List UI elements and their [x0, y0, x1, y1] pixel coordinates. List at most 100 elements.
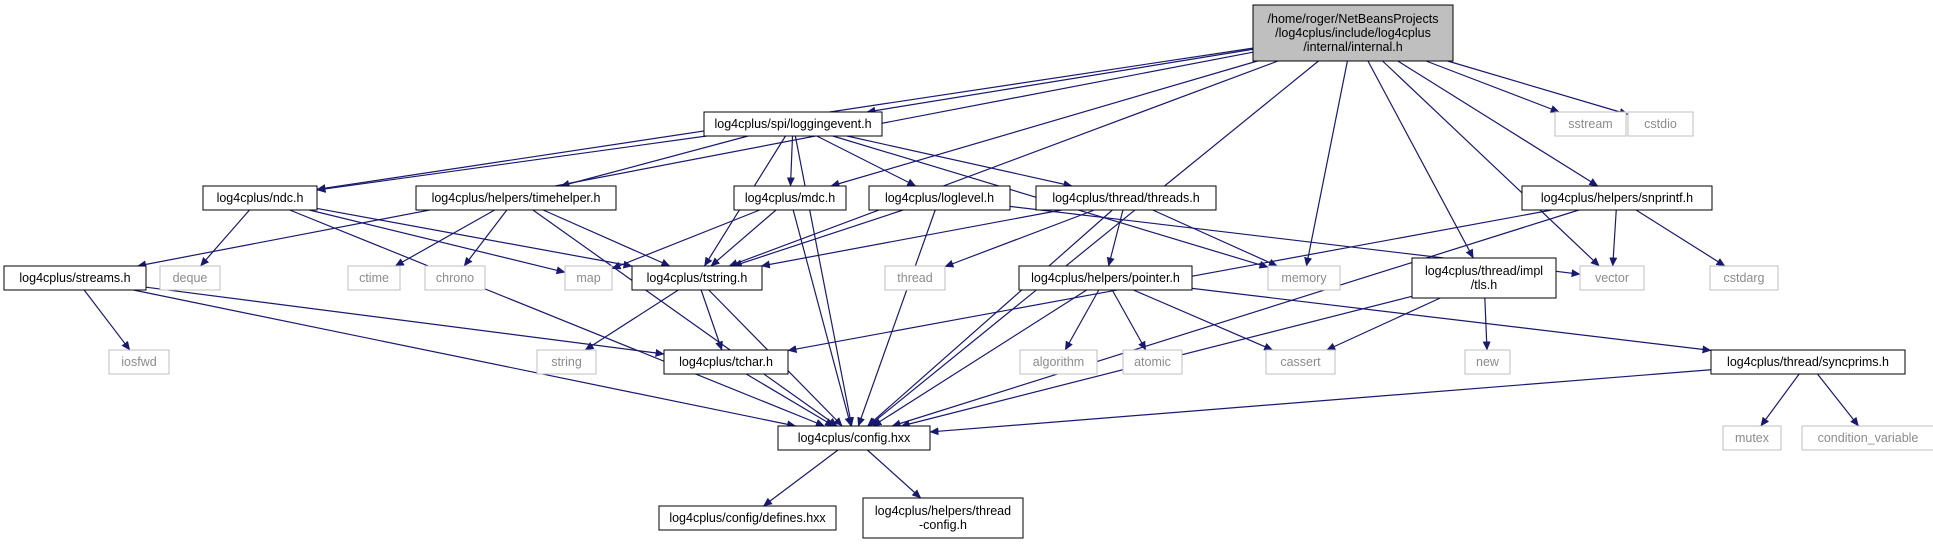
node-memory: memory: [1267, 265, 1341, 291]
node-tchar[interactable]: log4cplus/tchar.h: [663, 349, 789, 375]
node-label: log4cplus/spi/loggingevent.h: [714, 117, 871, 131]
edge-tls-to-cassert: [1326, 297, 1441, 351]
edge-tls-to-new: [1482, 297, 1491, 351]
node-tls[interactable]: log4cplus/thread/impl/tls.h: [1411, 257, 1557, 299]
edge-loggingevent-to-threads: [846, 135, 1073, 189]
node-box: [1579, 265, 1645, 291]
node-ndc[interactable]: log4cplus/ndc.h: [202, 185, 318, 211]
node-label: ctime: [359, 271, 389, 285]
edge-ndc-to-map: [309, 209, 566, 275]
edge-ndc-to-tstring: [316, 207, 633, 269]
edge-root-to-tls: [1367, 60, 1474, 259]
edge-loggingevent-to-mdc: [786, 135, 795, 187]
node-defines[interactable]: log4cplus/config/defines.hxx: [658, 505, 837, 531]
edge-syncprims-to-condvar: [1817, 373, 1859, 427]
node-loglevel[interactable]: log4cplus/loglevel.h: [868, 185, 1011, 211]
node-snprintf[interactable]: log4cplus/helpers/snprintf.h: [1521, 185, 1713, 211]
edge-tchar-to-config: [745, 373, 835, 427]
edge-tstring-to-string: [584, 289, 679, 351]
node-syncprims[interactable]: log4cplus/thread/syncprims.h: [1710, 349, 1906, 375]
node-label: log4cplus/thread/syncprims.h: [1727, 355, 1889, 369]
node-loggingevent[interactable]: log4cplus/spi/loggingevent.h: [703, 111, 883, 137]
edge-loggingevent-to-ndc: [316, 135, 707, 193]
edge-root-to-tstring: [728, 60, 1279, 267]
edge-mdc-to-map: [611, 209, 760, 270]
edge-root-to-snprintf: [1397, 60, 1599, 187]
node-box: [159, 265, 221, 291]
node-new: new: [1464, 349, 1511, 375]
node-cstdio: cstdio: [1627, 111, 1694, 137]
node-root[interactable]: /home/roger/NetBeansProjects/log4cplus/i…: [1252, 4, 1454, 62]
edge-timehelper-to-chrono: [463, 209, 508, 267]
edge-threads-to-pointer: [1106, 209, 1124, 267]
edge-loggingevent-to-loglevel: [816, 135, 917, 187]
node-label: thread: [897, 271, 932, 285]
edge-pointer-to-config: [872, 289, 1087, 427]
node-label: log4cplus/streams.h: [19, 271, 130, 285]
node-tstring[interactable]: log4cplus/tstring.h: [631, 265, 763, 291]
node-box: [1710, 349, 1906, 375]
node-label: /tls.h: [1471, 278, 1497, 292]
edge-snprintf-to-vector: [1609, 209, 1618, 267]
node-label: log4cplus/helpers/snprintf.h: [1541, 191, 1693, 205]
node-label: memory: [1281, 271, 1327, 285]
node-label: /internal/internal.h: [1303, 40, 1402, 54]
node-cassert: cassert: [1265, 349, 1336, 375]
node-label: chrono: [436, 271, 474, 285]
node-label: condition_variable: [1818, 431, 1919, 445]
node-threadconfig[interactable]: log4cplus/helpers/thread-config.h: [862, 497, 1024, 539]
node-box: [703, 111, 883, 137]
node-label: deque: [173, 271, 208, 285]
node-mutex: mutex: [1722, 425, 1782, 451]
node-label: /home/roger/NetBeansProjects: [1268, 12, 1439, 26]
node-box: [564, 265, 613, 291]
node-cstdarg: cstdarg: [1709, 265, 1779, 291]
node-timehelper[interactable]: log4cplus/helpers/timehelper.h: [415, 185, 617, 211]
node-label: log4cplus/thread/impl: [1425, 264, 1543, 278]
edge-syncprims-to-config: [929, 369, 1712, 436]
node-box: [631, 265, 763, 291]
edge-root-to-streams: [137, 51, 1254, 269]
node-label: log4cplus/helpers/timehelper.h: [432, 191, 601, 205]
node-streams[interactable]: log4cplus/streams.h: [3, 265, 147, 291]
node-label: -config.h: [919, 518, 967, 532]
node-label: log4cplus/helpers/pointer.h: [1031, 271, 1180, 285]
edge-ndc-to-deque: [200, 209, 250, 267]
node-mdc[interactable]: log4cplus/mdc.h: [733, 185, 847, 211]
node-iosfwd: iosfwd: [108, 349, 170, 375]
edge-root-to-vector: [1382, 60, 1600, 267]
node-box: [1801, 425, 1933, 451]
node-box: [868, 185, 1011, 211]
node-thread: thread: [884, 265, 946, 291]
node-threads[interactable]: log4cplus/thread/threads.h: [1035, 185, 1217, 211]
edge-timehelper-to-config: [532, 209, 838, 427]
node-label: cassert: [1280, 355, 1321, 369]
node-box: [1709, 265, 1779, 291]
edge-streams-to-iosfwd: [83, 289, 131, 351]
node-box: [108, 349, 170, 375]
node-label: map: [576, 271, 600, 285]
edge-root-to-config: [868, 60, 1319, 427]
node-map: map: [564, 265, 613, 291]
node-label: string: [551, 355, 582, 369]
node-string: string: [536, 349, 597, 375]
node-pointer[interactable]: log4cplus/helpers/pointer.h: [1018, 265, 1193, 291]
edge-pointer-to-atomic: [1111, 289, 1147, 351]
node-box: [1019, 349, 1098, 375]
node-deque: deque: [159, 265, 221, 291]
edge-streams-to-config: [133, 289, 797, 429]
node-box: [1554, 111, 1627, 137]
edge-ndc-to-config: [289, 209, 825, 427]
node-atomic: atomic: [1122, 349, 1183, 375]
edge-snprintf-to-config: [891, 209, 1580, 428]
node-config[interactable]: log4cplus/config.hxx: [777, 425, 931, 451]
edge-pointer-to-cassert: [1133, 289, 1274, 351]
node-label: log4cplus/config/defines.hxx: [669, 511, 826, 525]
edge-mdc-to-tstring: [710, 209, 777, 267]
node-label: log4cplus/config.hxx: [798, 431, 911, 445]
node-label: mutex: [1735, 431, 1770, 445]
edge-config-to-threadconfig: [866, 449, 922, 499]
edge-mdc-to-config: [792, 209, 853, 427]
edge-threads-to-memory: [1152, 209, 1278, 267]
node-label: algorithm: [1033, 355, 1084, 369]
